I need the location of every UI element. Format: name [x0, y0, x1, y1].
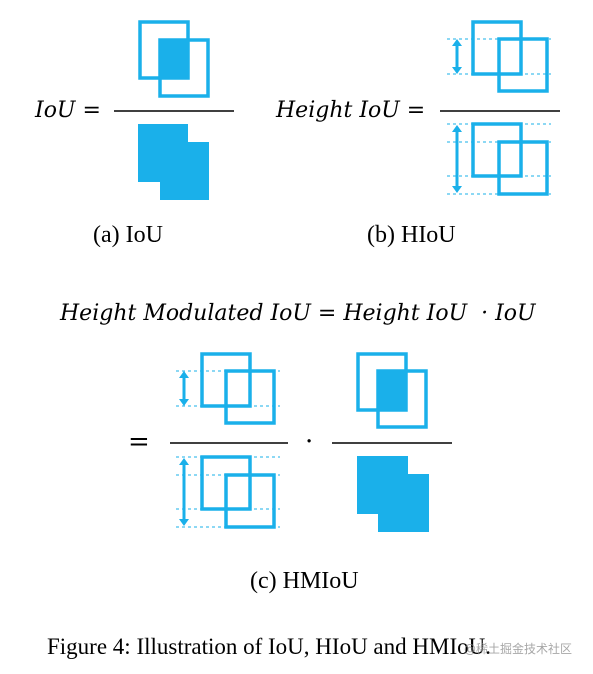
figure-caption: Figure 4: Illustration of IoU, HIoU and … — [47, 634, 491, 659]
hmiou-iou-denominator-union — [357, 456, 429, 532]
subcaption-c: (c) HMIoU — [250, 568, 359, 594]
hmiou-formula: Height Modulated IoU = Height IoU · IoU — [60, 301, 536, 326]
hiou-denominator-boxes — [447, 122, 551, 196]
hiou-numerator-boxes — [447, 20, 551, 93]
hmiou-hiou-numerator-boxes — [176, 352, 280, 425]
hiou-equation-lhs: Height IoU = — [276, 98, 426, 123]
iou-numerator-boxes — [138, 20, 210, 98]
hmiou-multiply-dot: · — [305, 427, 314, 457]
iou-denominator-union — [138, 124, 209, 200]
hmiou-hiou-denominator-boxes — [176, 455, 280, 529]
iou-equation-lhs: IoU = — [35, 98, 101, 123]
watermark: @稀土掘金技术社区 — [464, 642, 573, 656]
subcaption-a: (a) IoU — [93, 222, 163, 248]
hmiou-equals-sign: = — [128, 427, 150, 457]
subcaption-b: (b) HIoU — [367, 222, 456, 248]
hmiou-iou-numerator-boxes — [356, 352, 428, 429]
